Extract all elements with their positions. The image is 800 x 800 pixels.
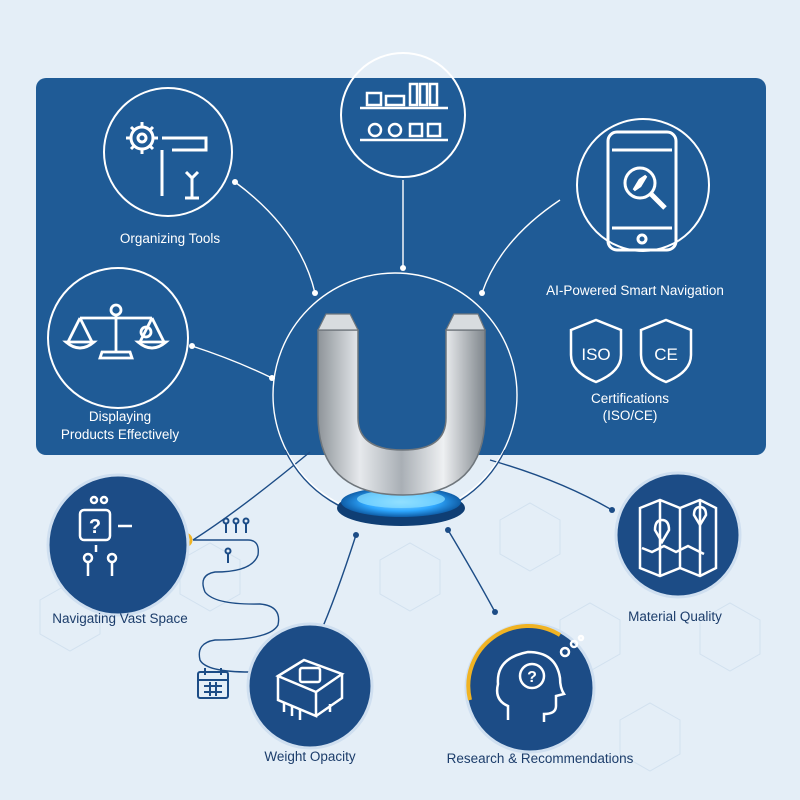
smart-navigation-node (576, 118, 710, 252)
navigating-space-node: ? (46, 473, 190, 617)
ce-shield-icon: CE (639, 318, 693, 384)
u-magnet-icon (317, 313, 486, 526)
certifications-label-line2: (ISO/CE) (602, 408, 658, 423)
certifications-node: ISO CE (569, 318, 693, 384)
smartphone-compass-icon (606, 130, 678, 252)
accent-arc (466, 623, 562, 701)
iso-shield-icon: ISO (569, 318, 623, 384)
shelving-node (340, 52, 466, 178)
smart-navigation-label: AI-Powered Smart Navigation (546, 283, 724, 298)
displaying-products-label-line1: Displaying (88, 409, 152, 424)
svg-text:?: ? (89, 516, 101, 538)
svg-text:?: ? (527, 669, 537, 686)
material-quality-node (614, 471, 742, 599)
balance-scale-icon (62, 303, 170, 360)
organizing-tools-node (103, 87, 233, 217)
navigating-space-label: Navigating Vast Space (52, 611, 188, 626)
connector-lines (191, 180, 561, 379)
weight-capacity-node (246, 622, 374, 750)
people-path-icon (222, 517, 250, 563)
weight-capacity-label: Weight Opacity (264, 749, 356, 764)
ce-badge-text: CE (654, 345, 678, 364)
connector-dots-lower (353, 507, 615, 615)
connector-dots (189, 179, 485, 381)
map-pins-icon (638, 498, 718, 578)
shelf-products-icon (360, 82, 448, 142)
tools-gear-wrench-icon (126, 122, 208, 200)
displaying-products-label-line2: Products Effectively (60, 427, 180, 442)
displaying-products-node (47, 267, 189, 409)
weight-box-icon (275, 658, 345, 720)
head-question-icon: ? (495, 634, 585, 722)
research-label: Research & Recommendations (446, 751, 634, 766)
calendar-icon (197, 668, 229, 699)
iso-badge-text: ISO (581, 345, 610, 364)
organizing-tools-label: Organizing Tools (119, 231, 221, 246)
certifications-label-line1: Certifications (590, 391, 670, 406)
material-quality-label: Material Quality (628, 609, 722, 624)
people-question-icon: ? (78, 495, 132, 576)
research-node: ? (464, 622, 596, 754)
